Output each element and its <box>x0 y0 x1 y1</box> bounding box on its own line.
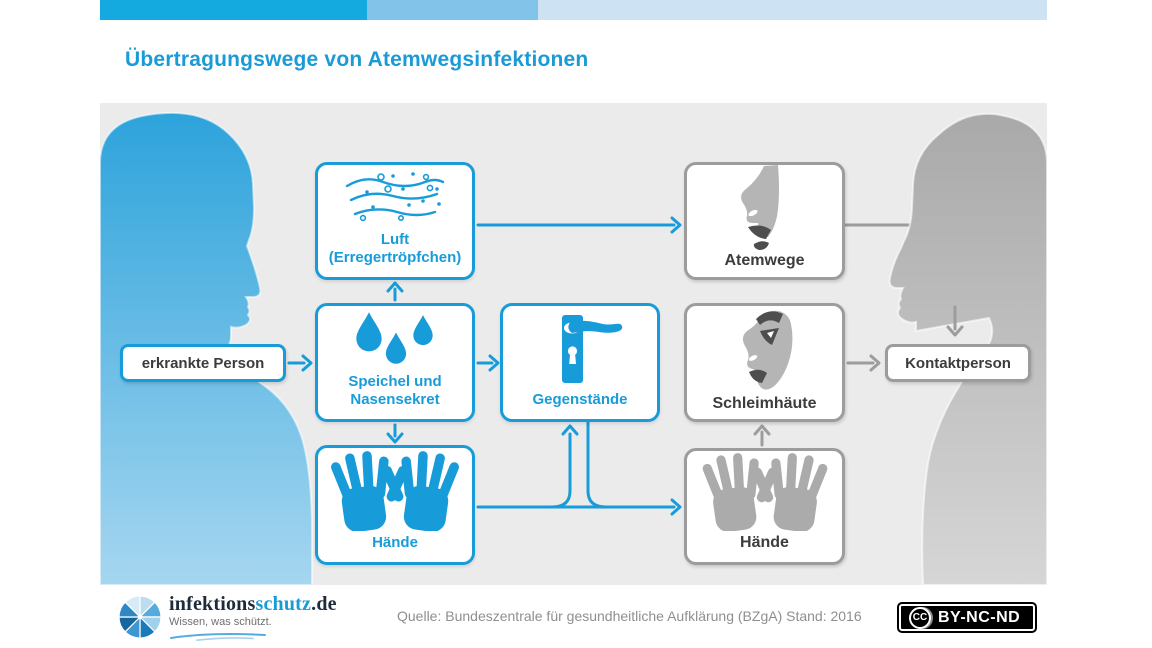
box-luft: Luft (Erregertröpfchen) <box>315 162 475 280</box>
tagline-swoosh <box>170 633 266 641</box>
topbar-segment-dark <box>100 0 367 20</box>
droplets-icon <box>318 306 472 373</box>
box-luft-label: Luft (Erregertröpfchen) <box>328 230 462 267</box>
cc-license-label: BY-NC-ND <box>938 608 1021 626</box>
line-gegenstaende-to-haende-kontakt <box>586 420 608 509</box>
topbar-segment-medium <box>367 0 538 20</box>
door-handle-icon <box>503 306 657 391</box>
face-profile-icon <box>687 306 842 394</box>
box-gegenstaende-label: Gegenstände <box>532 391 628 409</box>
box-speichel-label: Speichel und Nasensekret <box>348 372 442 409</box>
cc-logo-icon: CC <box>909 606 933 629</box>
box-haende-grau-label: Hände <box>740 534 789 551</box>
box-haende-grau: Hände <box>684 448 845 565</box>
arrow-haende-to-haende-kontakt <box>476 498 682 516</box>
page-title: Übertragungswege von Atemwegsinfektionen <box>125 48 589 71</box>
cc-license-badge: CC BY-NC-ND <box>897 602 1037 633</box>
arrow-haende-kontakt-to-schleimhaeute <box>753 424 771 447</box>
arrow-schleimhaeute-to-kontaktperson <box>846 354 881 372</box>
arrow-luft-to-atemwege <box>476 216 682 234</box>
box-haende-blau: Hände <box>315 445 475 565</box>
footer: infektionsschutz.de Wissen, was schützt.… <box>0 585 1152 648</box>
hands-icon <box>318 448 472 534</box>
arrow-haende-to-gegenstaende <box>550 424 579 509</box>
box-atemwege-label: Atemwege <box>724 252 805 269</box>
box-schleimhaeute: Schleimhäute <box>684 303 845 422</box>
diagram-panel: Luft (Erregertröpfchen) Speichel und Nas… <box>100 103 1047 585</box>
arrow-speichel-to-haende <box>386 423 404 444</box>
box-schleimhaeute-label: Schleimhäute <box>712 395 817 412</box>
arrow-erkrankte-to-speichel <box>287 354 313 372</box>
contact-person-silhouette <box>888 112 1047 585</box>
label-erkrankte-person: erkrankte Person <box>120 344 286 382</box>
source-credit: Quelle: Bundeszentrale für gesundheitlic… <box>397 608 862 624</box>
air-droplets-icon <box>318 165 472 231</box>
umbrella-logo-icon <box>118 595 162 639</box>
box-gegenstaende: Gegenstände <box>500 303 660 422</box>
label-kontaktperson: Kontaktperson <box>885 344 1031 382</box>
hands-gray-icon <box>687 451 842 533</box>
box-atemwege: Atemwege <box>684 162 845 280</box>
arrowhead-kontaktperson <box>946 305 964 337</box>
logo-wordmark: infektionsschutz.de <box>169 593 337 615</box>
topbar-segment-light <box>538 0 1047 20</box>
infektionsschutz-logo: infektionsschutz.de Wissen, was schützt. <box>118 594 337 646</box>
box-haende-blau-label: Hände <box>372 534 418 552</box>
logo-tagline: Wissen, was schützt. <box>169 616 272 628</box>
arrow-speichel-to-luft <box>386 281 404 302</box>
box-speichel: Speichel und Nasensekret <box>315 303 475 422</box>
arrow-speichel-to-gegenstaende <box>476 354 500 372</box>
nose-mouth-icon <box>687 165 842 251</box>
